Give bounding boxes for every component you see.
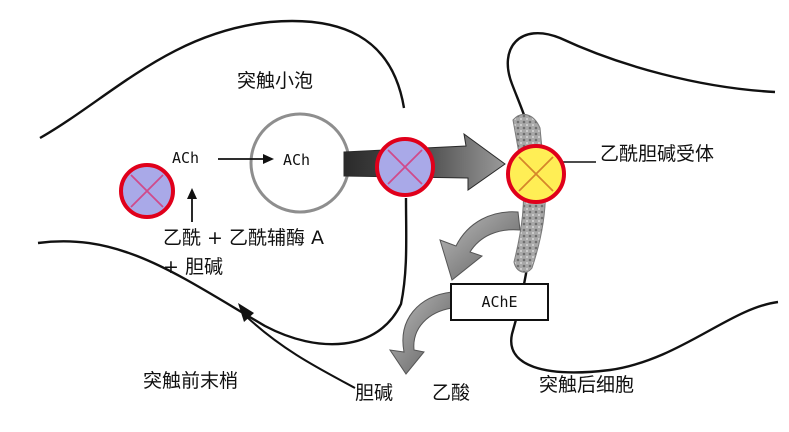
presynaptic-terminal-label: 突触前末梢	[143, 370, 239, 392]
postsynaptic-membrane-top	[506, 32, 776, 153]
ach-receptor-label: 乙酰胆碱受体	[600, 143, 715, 165]
crossed-circle-icon	[375, 137, 435, 197]
precursor-label-line2: + 胆碱	[163, 256, 223, 278]
precursor-label-line1: 乙酰 + 乙酰辅酶 A	[163, 227, 325, 249]
postsynaptic-membrane-bottom	[510, 204, 779, 374]
choline-reuptake-arrow	[247, 317, 356, 389]
ache-label: AChE	[481, 293, 518, 311]
crossed-circle-icon	[506, 144, 566, 204]
recycle-arrow-upper	[439, 211, 521, 281]
choline-reuptake-arrowhead	[238, 303, 254, 322]
recycle-arrow-lower	[388, 291, 453, 375]
crossed-circle-icon	[119, 163, 175, 219]
acetic-acid-label: 乙酸	[432, 382, 471, 404]
ach-label-left: ACh	[172, 149, 200, 167]
precursor-up-arrowhead	[187, 188, 197, 199]
choline-label: 胆碱	[355, 382, 394, 404]
presynaptic-membrane-bottom	[37, 197, 408, 346]
synaptic-vesicle-label: 突触小泡	[237, 70, 314, 92]
postsynaptic-cell-label: 突触后细胞	[539, 374, 635, 396]
ach-label-vesicle: ACh	[283, 151, 311, 169]
ach-to-vesicle-arrowhead	[263, 154, 274, 164]
presynaptic-membrane-top	[39, 19, 406, 140]
ache-enzyme-box: AChE	[450, 283, 549, 321]
